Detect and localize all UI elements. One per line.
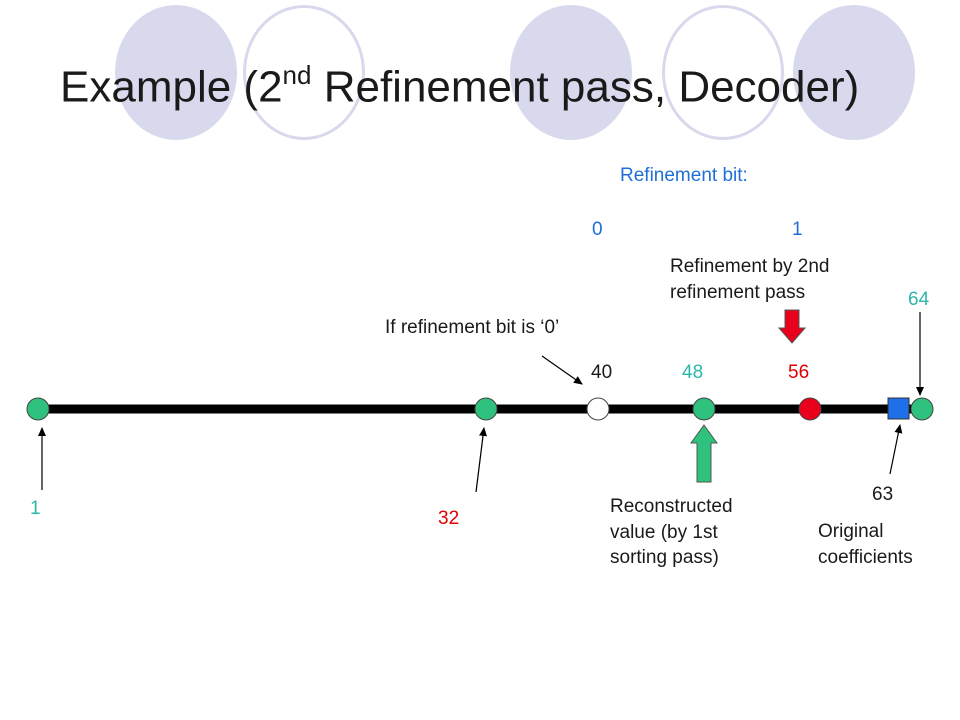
value-32-label: 32 xyxy=(438,508,460,529)
point-48-marker xyxy=(692,397,716,421)
arrow-to-32 xyxy=(475,427,487,493)
decor-circle-1 xyxy=(115,5,237,140)
bit-zero-label: 0 xyxy=(592,219,603,240)
title-superscript: nd xyxy=(282,60,312,90)
green-up-arrow xyxy=(690,424,718,483)
arrow-to-63 xyxy=(889,424,903,475)
original-coefficients-label: Original coefficients xyxy=(818,521,913,568)
bit-one-label: 1 xyxy=(792,219,803,240)
value-64-label: 64 xyxy=(908,289,930,310)
point-40-marker xyxy=(586,397,610,421)
value-56-label: 56 xyxy=(788,362,810,383)
if-bit-zero-label: If refinement bit is ‘0’ xyxy=(385,317,560,338)
value-63-label: 63 xyxy=(872,484,894,505)
arrow-to-40 xyxy=(541,355,583,385)
value-40-label: 40 xyxy=(591,362,613,383)
point-63-marker xyxy=(887,397,910,420)
decor-circle-3 xyxy=(793,5,915,140)
red-down-arrow xyxy=(777,309,807,344)
point-56-marker xyxy=(798,397,822,421)
point-1-marker xyxy=(26,397,50,421)
refinement-by-2nd-label: Refinement by 2nd refinement pass xyxy=(670,256,830,303)
title-main: Example (2 xyxy=(60,62,283,112)
point-64-marker xyxy=(910,397,934,421)
title-rest: Refinement pass, Decoder) xyxy=(311,62,860,112)
decor-ring-1 xyxy=(243,5,365,140)
decor-ring-2 xyxy=(662,5,784,140)
refinement-bit-heading: Refinement bit: xyxy=(620,165,748,186)
reconstructed-value-label: Reconstructed value (by 1st sorting pass… xyxy=(610,496,733,569)
slide-title: Example (2nd Refinement pass, Decoder) xyxy=(60,60,860,113)
point-32-marker xyxy=(474,397,498,421)
value-1-label: 1 xyxy=(30,498,41,519)
value-48-label: 48 xyxy=(682,362,704,383)
decor-circle-2 xyxy=(510,5,632,140)
